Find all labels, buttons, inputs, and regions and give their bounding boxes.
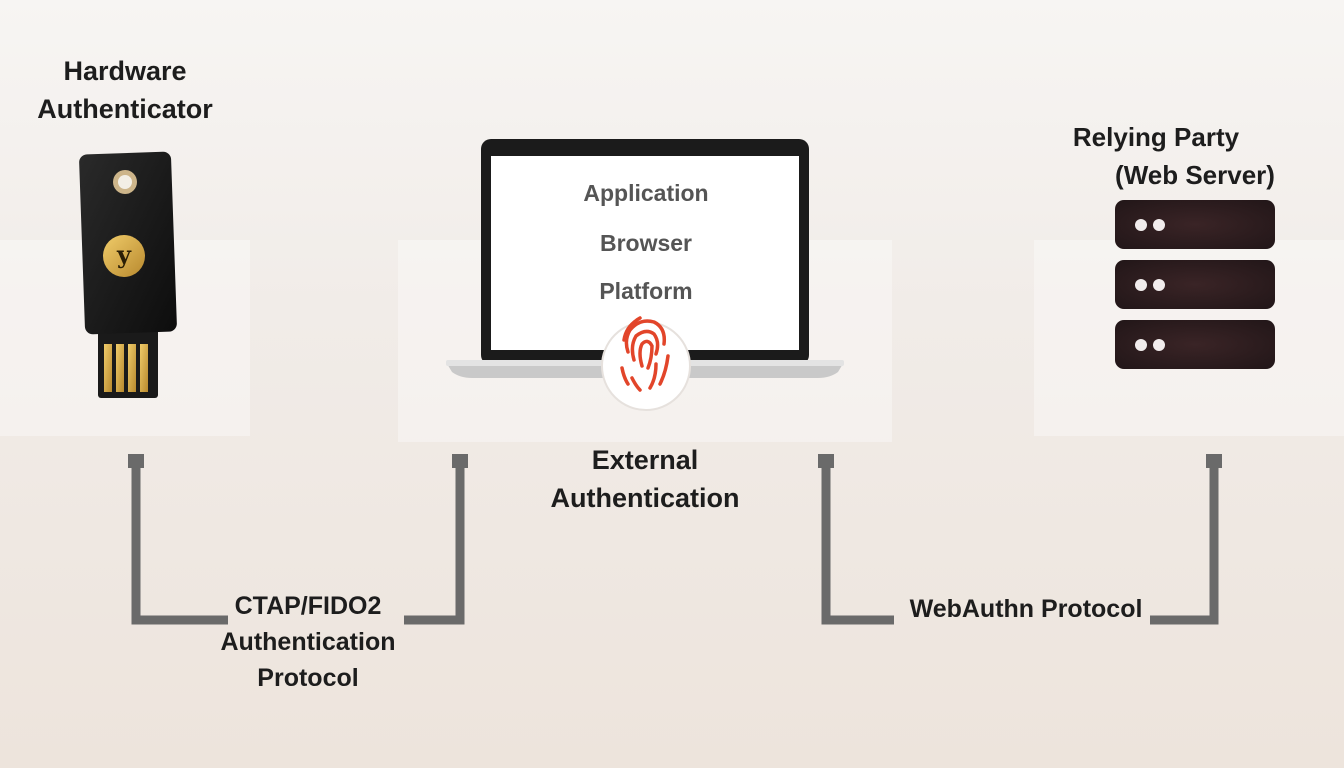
ctap-line3: Protocol xyxy=(257,664,359,692)
relying-party-line1: Relying Party xyxy=(1072,122,1240,152)
screen-item-browser: Browser xyxy=(599,230,693,256)
relying-party-title: Relying Party (Web Server) xyxy=(1060,118,1310,194)
ctap-protocol-label: CTAP/FIDO2 Authentication Protocol xyxy=(196,588,420,696)
client-caption-line2: Authentication xyxy=(550,483,740,513)
panel-server xyxy=(1034,240,1344,436)
relying-party-line2: (Web Server) xyxy=(1115,160,1275,190)
ctap-line2: Authentication xyxy=(220,628,396,656)
key-logo: y xyxy=(117,240,131,269)
panel-client xyxy=(398,240,892,442)
screen-item-application: Application xyxy=(583,180,709,206)
hardware-authenticator-title: Hardware Authenticator xyxy=(14,52,236,128)
webauthn-protocol-label: WebAuthn Protocol xyxy=(909,595,1143,623)
hardware-title-line1: Hardware xyxy=(63,56,187,86)
client-caption-line1: External xyxy=(591,445,699,475)
client-caption: External Authentication xyxy=(520,441,770,517)
webauthn-connector xyxy=(821,466,894,625)
panel-hardware xyxy=(0,240,250,436)
hardware-title-line2: Authenticator xyxy=(37,94,213,124)
screen-item-platform: Platform xyxy=(599,278,693,304)
ctap-line1: CTAP/FIDO2 xyxy=(234,592,382,620)
